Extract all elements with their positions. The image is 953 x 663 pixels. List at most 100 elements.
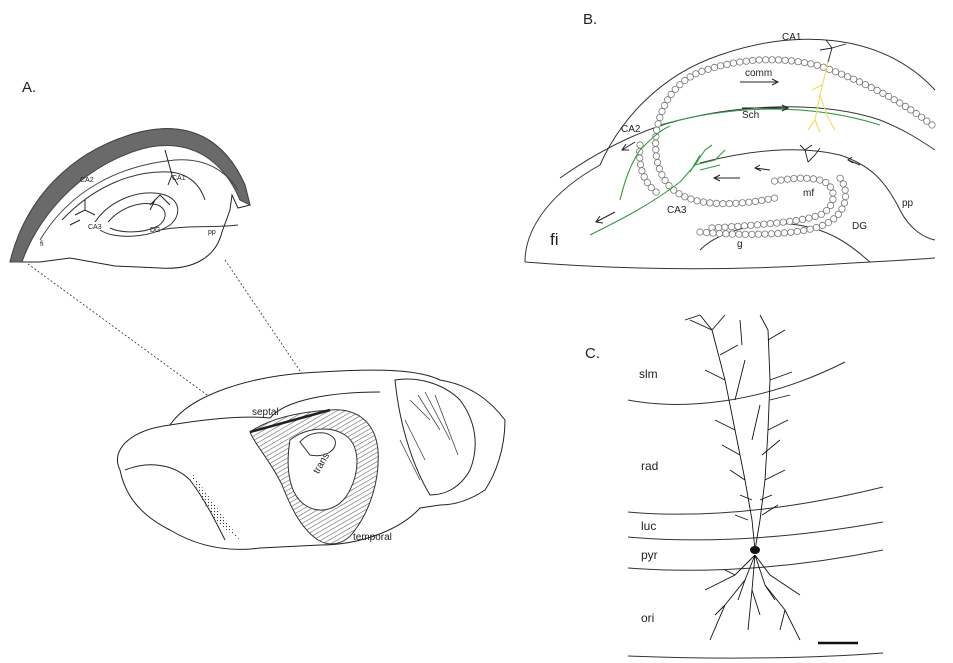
cell-body	[780, 219, 786, 225]
slice-label-pp: pp	[208, 229, 216, 236]
cell-body	[817, 177, 823, 183]
cell-body	[774, 220, 780, 226]
boundary-slm-rad	[628, 362, 845, 404]
cell-body	[733, 200, 739, 206]
cell-body	[723, 231, 729, 237]
cell-body	[874, 87, 880, 93]
panel-b: B.	[525, 11, 935, 269]
cell-body	[676, 191, 682, 197]
cell-body	[778, 177, 784, 183]
cell-body	[653, 147, 659, 153]
layer-boundaries	[628, 362, 883, 658]
cell-body	[715, 224, 721, 230]
slice-label-ca1: CA1	[172, 175, 186, 182]
cell-body	[830, 190, 836, 196]
cell-body	[787, 218, 793, 224]
bottom-boundary	[628, 653, 883, 658]
b-label-ca3: CA3	[667, 205, 687, 216]
cell-body	[765, 196, 771, 202]
cell-body	[682, 194, 688, 200]
b-label-fi: fi	[550, 230, 559, 249]
panel-a-letter: A.	[22, 79, 36, 96]
boundary-luc-pyr	[628, 522, 883, 540]
b-label-ca1: CA1	[782, 32, 802, 43]
cell-body	[637, 155, 643, 161]
cell-body	[694, 198, 700, 204]
panel-a: A. CA2 CA1 CA3 DG pp fi	[10, 79, 505, 549]
cell-body	[768, 231, 774, 237]
cell-body	[729, 231, 735, 237]
cell-body	[710, 230, 716, 236]
cell-body	[720, 201, 726, 207]
cell-body	[749, 231, 755, 237]
cell-body	[781, 230, 787, 236]
cell-body	[794, 228, 800, 234]
cell-body	[759, 197, 765, 203]
cell-body	[653, 153, 659, 159]
slice-label-ca2: CA2	[80, 177, 94, 184]
cell-body	[736, 231, 742, 237]
cell-body	[746, 199, 752, 205]
cell-body	[659, 108, 665, 114]
cell-body	[850, 76, 856, 82]
cell-body	[880, 90, 886, 96]
cell-body	[767, 220, 773, 226]
cell-body	[868, 84, 874, 90]
cell-body	[637, 161, 643, 167]
cell-body	[806, 215, 812, 221]
b-label-pp: pp	[902, 198, 914, 209]
cell-body	[782, 57, 788, 63]
cell-body	[657, 114, 663, 120]
slice-label-ca3: CA3	[88, 224, 102, 231]
cell-body	[703, 229, 709, 235]
cell-body	[830, 196, 836, 202]
cell-body	[791, 175, 797, 181]
cell-body	[771, 195, 777, 201]
cell-body	[756, 57, 762, 63]
cell-body	[841, 200, 847, 206]
cell-body	[769, 57, 775, 63]
layer-label-pyr: pyr	[641, 548, 658, 562]
cell-body	[788, 229, 794, 235]
layer-label-slm: slm	[639, 367, 658, 381]
cell-body	[742, 231, 748, 237]
cell-body	[813, 224, 819, 230]
cell-body	[713, 200, 719, 206]
cell-body	[722, 224, 728, 230]
layer-label-ori: ori	[641, 611, 654, 625]
cell-body	[661, 102, 667, 108]
b-label-g: g	[737, 239, 743, 250]
cell-body	[654, 159, 660, 165]
cell-body	[808, 61, 814, 67]
cell-body	[862, 81, 868, 87]
cell-body	[784, 176, 790, 182]
cell-body	[810, 176, 816, 182]
cell-body	[799, 216, 805, 222]
cell-body	[761, 221, 767, 227]
b-label-ca2: CA2	[621, 124, 641, 135]
cell-body	[762, 231, 768, 237]
cell-body	[763, 57, 769, 63]
b-label-sch: Sch	[742, 110, 759, 121]
cell-body	[656, 166, 662, 172]
cell-body	[801, 60, 807, 66]
layer-label-luc: luc	[641, 519, 656, 533]
cell-body	[697, 229, 703, 235]
cell-body	[724, 61, 730, 67]
cell-body	[839, 206, 845, 212]
cell-body	[771, 178, 777, 184]
cell-body	[807, 226, 813, 232]
cell-body	[699, 68, 705, 74]
cell-body	[804, 175, 810, 181]
cell-body	[739, 200, 745, 206]
bottom-contour	[525, 258, 935, 269]
cell-body	[728, 224, 734, 230]
cell-body	[795, 59, 801, 65]
cell-body	[717, 63, 723, 69]
panel-b-letter: B.	[583, 11, 597, 28]
pyramidal-neuron	[685, 315, 800, 640]
cell-body	[844, 74, 850, 80]
soma	[750, 546, 760, 554]
cell-body	[752, 198, 758, 204]
cell-body	[801, 227, 807, 233]
